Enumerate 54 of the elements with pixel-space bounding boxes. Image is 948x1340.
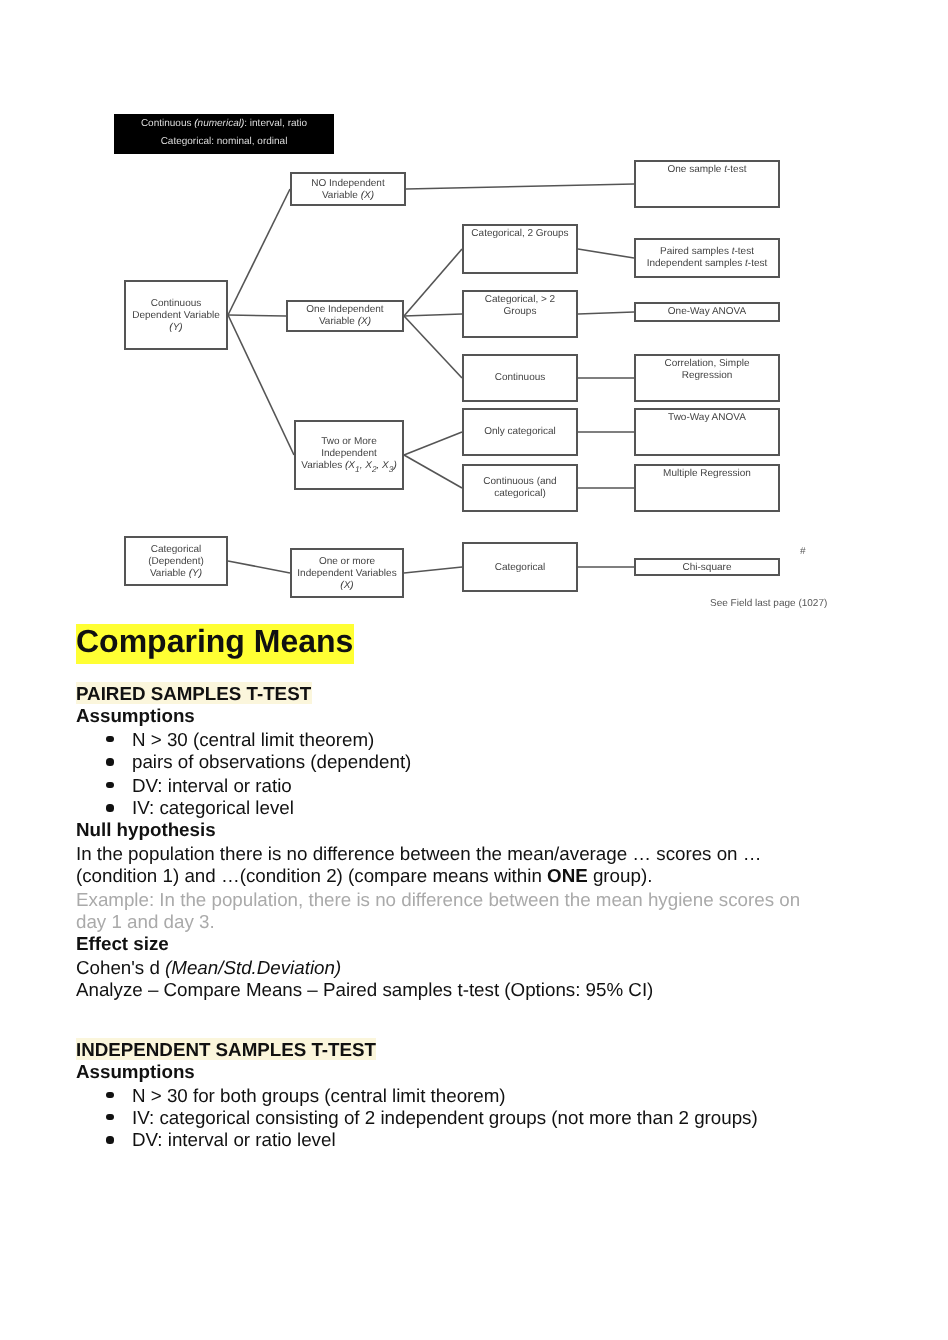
connector-line — [403, 315, 463, 379]
connector-line — [577, 566, 635, 568]
subheading: Assumptions — [76, 1060, 195, 1083]
connector-line — [227, 314, 295, 456]
bullet-text: DV: interval or ratio — [132, 773, 292, 796]
bullet-text: pairs of observations (dependent) — [132, 750, 412, 773]
connector-line — [227, 560, 291, 574]
process-box — [634, 354, 780, 402]
process-box — [294, 420, 404, 490]
connector-line — [577, 248, 635, 259]
process-box — [462, 464, 578, 512]
connector-line — [227, 188, 291, 316]
connector-line — [403, 566, 463, 574]
bullet-text: IV: categorical level — [132, 796, 294, 819]
process-box — [462, 408, 578, 456]
subheading: Null hypothesis — [76, 818, 216, 842]
process-box — [462, 542, 578, 592]
process-box — [462, 224, 578, 274]
section-heading: PAIRED SAMPLES T-TEST — [76, 682, 312, 705]
connector-line — [405, 183, 635, 190]
process-box — [634, 160, 780, 208]
section-heading: INDEPENDENT SAMPLES T-TEST — [76, 1037, 377, 1061]
key-box — [114, 114, 334, 154]
connector-line — [577, 487, 635, 489]
process-box — [462, 290, 578, 338]
paragraph: Analyze – Compare Means – Paired samples t-test (Options: 95% CI) — [76, 978, 654, 1001]
dependent-variable-box — [124, 280, 228, 350]
process-box — [286, 300, 404, 332]
connector-line — [227, 314, 287, 317]
dependent-variable-box — [124, 536, 228, 586]
paragraph: Cohen's d (Mean/Std.Deviation) — [76, 955, 342, 978]
connector-line — [577, 311, 635, 315]
process-box — [634, 302, 780, 322]
connector-line — [403, 313, 463, 317]
subheading: Assumptions — [76, 704, 195, 728]
connector-line — [403, 248, 463, 317]
example-text: Example: In the population, there is no difference between the mean hygiene scores on day 1 and day 3. — [76, 887, 801, 933]
connector-line — [577, 431, 635, 433]
connector-line — [403, 431, 463, 456]
process-box — [462, 354, 578, 402]
process-box — [290, 172, 406, 206]
bullet-text: IV: categorical consisting of 2 independent groups (not more than 2 groups) — [132, 1105, 758, 1128]
bullet-text: N > 30 (central limit theorem) — [132, 727, 375, 750]
process-box — [634, 408, 780, 456]
process-box — [634, 238, 780, 278]
process-box — [634, 464, 780, 512]
connector-line — [403, 454, 463, 489]
subheading: Effect size — [76, 932, 169, 956]
paragraph: In the population there is no difference between the mean/average … scores on …(condition 1) and …(condition 2) (compare means within ONE group). — [76, 841, 762, 887]
page-title: Comparing Means — [76, 624, 354, 664]
bullet-text: DV: interval or ratio level — [132, 1128, 336, 1151]
bullet-text: N > 30 for both groups (central limit theorem) — [132, 1083, 506, 1105]
connector-line — [577, 377, 635, 379]
process-box — [634, 558, 780, 576]
